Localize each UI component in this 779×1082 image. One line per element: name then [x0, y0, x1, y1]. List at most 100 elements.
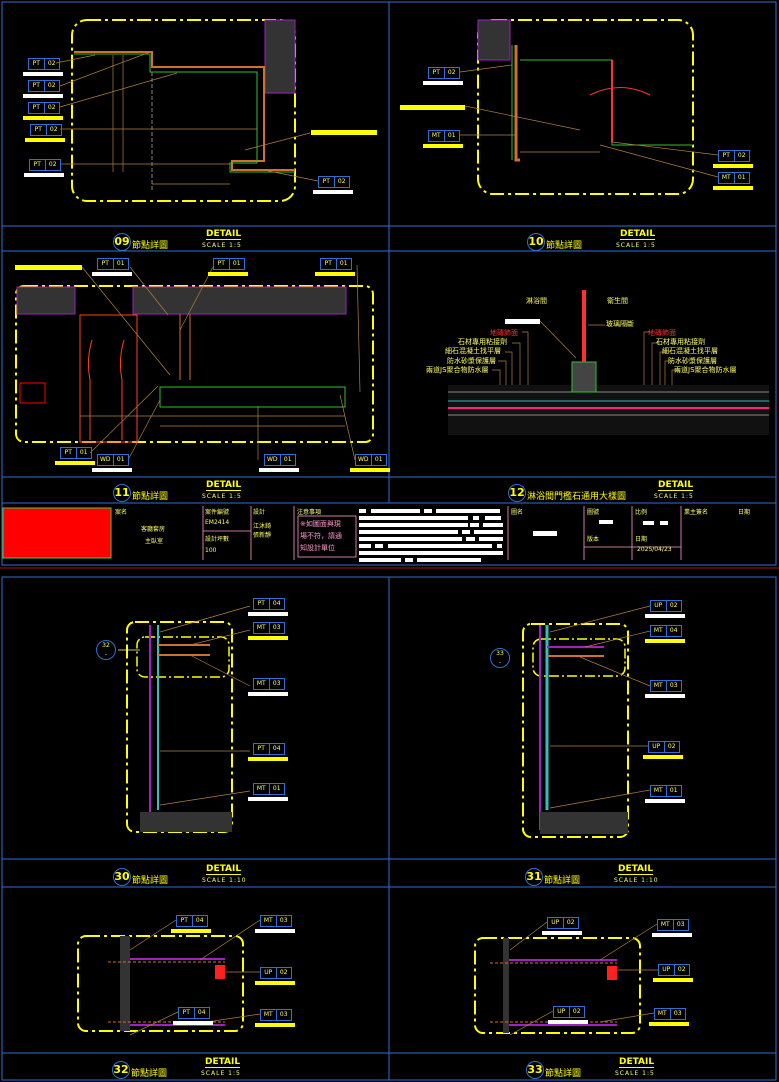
material-number: 01: [272, 785, 281, 792]
tag-underline: [55, 461, 95, 465]
tag-underline: [315, 272, 355, 276]
note-left-4: 兩道JS聚合物防水層: [426, 366, 489, 374]
material-number: 02: [47, 82, 56, 89]
material-code: PT: [254, 599, 270, 609]
material-number: 02: [279, 969, 288, 976]
tag-underline: [92, 468, 132, 472]
material-number: 01: [116, 456, 125, 463]
area-label: 設計坪數: [205, 536, 230, 543]
detail-number-badge: 31: [525, 868, 543, 886]
detail-title-text: 節點詳圖: [545, 1069, 582, 1079]
detail-33-drawing: [474, 921, 658, 1036]
detail-label: DETAIL: [205, 1057, 241, 1068]
version-label: 版本: [587, 536, 600, 543]
material-code: PT: [214, 259, 230, 269]
material-code: UP: [651, 601, 667, 611]
material-number: 03: [676, 921, 685, 928]
tag-underline: [248, 692, 288, 696]
material-code: MT: [651, 786, 667, 796]
tag-underline: [24, 173, 64, 177]
tag-underline: [248, 757, 288, 761]
material-number: 04: [195, 917, 204, 924]
tag-underline: [259, 468, 299, 472]
tag-underline: [653, 978, 693, 982]
sheet-2-frame: [1, 576, 777, 1081]
tag-underline: [23, 94, 63, 98]
drawing-name-label: 圖名: [511, 509, 524, 516]
detail-title-text: 淋浴間門檻石通用大樣圖: [527, 492, 627, 502]
material-number: 02: [48, 161, 57, 168]
material-code: PT: [719, 151, 735, 161]
tag-underline: [645, 694, 685, 698]
material-number: 03: [673, 1010, 682, 1017]
date-value: 2025/04/23: [637, 546, 672, 553]
material-code: MT: [429, 131, 445, 141]
material-number: 02: [47, 60, 56, 67]
material-number: 02: [572, 1008, 581, 1015]
tag-underline: [255, 929, 295, 933]
detail-label: DETAIL: [618, 864, 654, 875]
owner-date-label: 日期: [738, 509, 751, 516]
detail-11-drawing: [15, 264, 374, 461]
material-code: MT: [651, 626, 667, 636]
material-code: MT: [655, 1009, 671, 1019]
material-number: 01: [669, 787, 678, 794]
detail-number-badge: 32: [112, 1061, 130, 1079]
tag-underline: [548, 1020, 588, 1024]
material-code: PT: [429, 68, 445, 78]
material-code: PT: [319, 177, 335, 187]
tag-underline: [313, 190, 353, 194]
detail-title-text: 節點詳圖: [132, 241, 169, 251]
detail-title-text: 節點詳圖: [132, 492, 169, 502]
tag-underline: [423, 81, 463, 85]
material-number: 01: [283, 456, 292, 463]
detail-number-badge: 12: [508, 484, 526, 502]
material-number: 04: [669, 627, 678, 634]
material-number: 02: [677, 966, 686, 973]
project-line-1: 客廳套房: [141, 526, 166, 533]
tag-underline: [643, 755, 683, 759]
material-number: 01: [339, 260, 348, 267]
tag-underline: [649, 1022, 689, 1026]
section-callout-32[interactable]: 32-: [96, 640, 116, 660]
notes-line-1: ※如圖面與現: [300, 520, 341, 528]
tag-underline: [25, 138, 65, 142]
material-code: WD: [356, 455, 372, 465]
material-number: 02: [566, 919, 575, 926]
note-left-2: 細石混凝土找平層: [445, 347, 501, 355]
detail-number-badge: 09: [113, 233, 131, 251]
tag-underline: [713, 186, 753, 190]
logo-block: [2, 507, 112, 559]
material-code: PT: [29, 103, 45, 113]
tag-underline: [248, 612, 288, 616]
material-code: MT: [254, 784, 270, 794]
section-callout-33[interactable]: 33-: [490, 648, 510, 668]
tag-underline: [171, 929, 211, 933]
tag-underline: [248, 797, 288, 801]
project-label: 案名: [115, 509, 128, 516]
date-label: 日期: [635, 536, 648, 543]
tag-underline: [255, 981, 295, 985]
material-code: PT: [61, 448, 77, 458]
tag-underline: [645, 799, 685, 803]
material-number: 02: [669, 602, 678, 609]
material-number: 02: [667, 743, 676, 750]
material-code: UP: [548, 918, 564, 928]
material-number: 03: [669, 682, 678, 689]
